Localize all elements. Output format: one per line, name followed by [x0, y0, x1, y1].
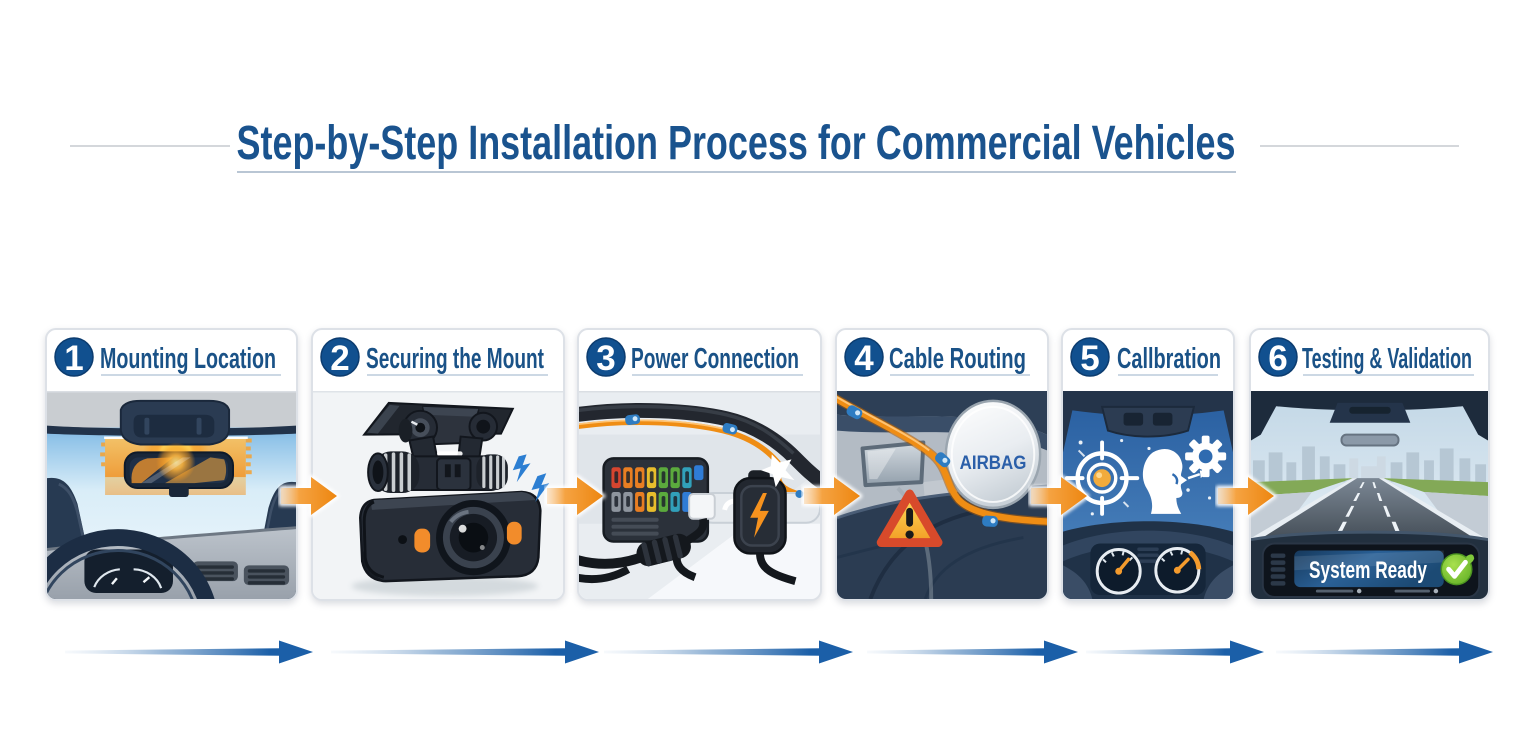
- step-4-title: Cable Routing: [889, 343, 1026, 375]
- indicator-light-right: [506, 521, 522, 545]
- routed-cable: [837, 394, 1047, 527]
- step-5-number: 5: [1080, 339, 1099, 378]
- system-ready-label: System Ready: [1309, 558, 1428, 584]
- status-screen: [1294, 550, 1444, 588]
- step-2-number-badge: [320, 337, 360, 377]
- cable-clip-icon: [846, 405, 998, 527]
- cable-grommet: [636, 533, 691, 567]
- step-1-illustration: [47, 391, 296, 599]
- airbag-icon: AIRBAG: [944, 399, 1042, 510]
- step-1-number-badge: [54, 337, 94, 377]
- step-4-number: 4: [854, 339, 874, 378]
- airbag-label: AIRBAG: [960, 452, 1027, 474]
- step-3-header: 3 Power Connection: [586, 337, 803, 378]
- step-6-header: 6 Testing & Validation: [1258, 337, 1474, 378]
- click-spark-icon: [512, 454, 550, 502]
- step-2-title: Securing the Mount: [366, 343, 544, 375]
- step-card-4: 4 Cable Routing: [835, 328, 1049, 601]
- rearview-mirror-small: [1340, 433, 1400, 447]
- wheel-rim-right: [1203, 565, 1233, 599]
- step-1-title: Mounting Location: [100, 343, 276, 375]
- mount-knob-left: [367, 451, 420, 494]
- step-6-number-badge: [1258, 337, 1298, 377]
- sensor-housing: [1100, 405, 1196, 438]
- mount-knob-right: [476, 454, 508, 491]
- warning-triangle-icon: [876, 489, 943, 548]
- step-1-number: 1: [64, 339, 83, 378]
- cable-clip-icon: [625, 414, 738, 435]
- step-5-title: Callbration: [1117, 343, 1221, 375]
- power-plug-icon: [733, 470, 797, 585]
- gear-icon: [1185, 435, 1227, 478]
- step-2-number: 2: [330, 339, 349, 378]
- step-arrow-2-icon: [544, 474, 606, 518]
- step-2-illustration: [313, 391, 563, 599]
- step-4-illustration: AIRBAG: [837, 391, 1047, 599]
- checkmark-icon: [1440, 553, 1475, 586]
- flow-arrow-3-icon: [604, 640, 853, 664]
- gauge-right: [1154, 547, 1202, 594]
- page-title: Step-by-Step Installation Process for Co…: [237, 117, 1236, 170]
- wheel-rim-left: [1063, 565, 1093, 599]
- step-3-illustration: [579, 391, 820, 599]
- city-skyline-far: [1349, 456, 1386, 483]
- sparkle-dots: [1078, 438, 1212, 516]
- step-6-title: Testing & Validation: [1302, 343, 1472, 375]
- step-6-number: 6: [1268, 339, 1287, 378]
- overhead-console: [119, 399, 231, 446]
- step-5-number-badge: [1070, 337, 1110, 377]
- gauge-left: [1095, 547, 1142, 595]
- step-card-2: 2 Securing the Mount: [311, 328, 565, 601]
- steering-wheel: [47, 529, 215, 599]
- crosshair-target-icon: [1064, 440, 1140, 516]
- fuses-row-2: [611, 492, 692, 512]
- camera-lens-icon: [436, 499, 511, 576]
- step-3-number: 3: [596, 339, 615, 378]
- flow-arrow-2-icon: [331, 640, 599, 664]
- indicator-light-left: [414, 528, 431, 553]
- step-card-6: 6 Testing & Validation: [1249, 328, 1490, 601]
- step-arrow-4-icon: [1028, 474, 1090, 518]
- step-arrow-3-icon: [801, 474, 863, 518]
- step-5-header: 5 Callbration: [1070, 337, 1221, 378]
- step-arrow-1-icon: [278, 474, 340, 518]
- step-card-1: 1 Mounting Location: [45, 328, 298, 601]
- flow-arrow-1-icon: [65, 640, 313, 664]
- rearview-mirror: [123, 442, 234, 497]
- step-card-3: 3 Power Connection: [577, 328, 822, 601]
- connection-spark-icon: [760, 454, 795, 488]
- step-6-illustration: System Ready: [1251, 391, 1488, 599]
- step-card-5: 5 Callbration: [1061, 328, 1235, 601]
- fuse-box-icon: [602, 457, 716, 543]
- roof-and-pillars: [1251, 391, 1488, 447]
- verge-right: [1382, 478, 1488, 496]
- step-1-header: 1 Mounting Location: [54, 337, 281, 378]
- verge-left: [1251, 478, 1354, 496]
- dashcam-icon: [359, 401, 542, 583]
- lightning-bolt-icon: [750, 493, 769, 538]
- flow-arrow-5-icon: [1086, 640, 1264, 664]
- step-4-number-badge: [844, 337, 884, 377]
- header-banner: Step-by-Step Installation Process for Co…: [70, 117, 1459, 173]
- step-4-header: 4 Cable Routing: [844, 337, 1030, 378]
- side-window: [860, 440, 926, 488]
- flow-arrow-6-icon: [1276, 640, 1493, 664]
- step-arrow-5-icon: [1215, 474, 1277, 518]
- dashboard-cluster: [1063, 521, 1233, 599]
- step-3-number-badge: [586, 337, 626, 377]
- head-silhouette-icon: [1142, 449, 1207, 514]
- flow-arrow-4-icon: [867, 640, 1078, 664]
- step-3-title: Power Connection: [631, 343, 799, 375]
- step-2-header: 2 Securing the Mount: [320, 337, 548, 378]
- step-5-illustration: [1063, 391, 1233, 599]
- dash-display: System Ready: [1251, 530, 1488, 599]
- fuses-row-1: [611, 465, 704, 489]
- city-skyline: [1252, 446, 1487, 483]
